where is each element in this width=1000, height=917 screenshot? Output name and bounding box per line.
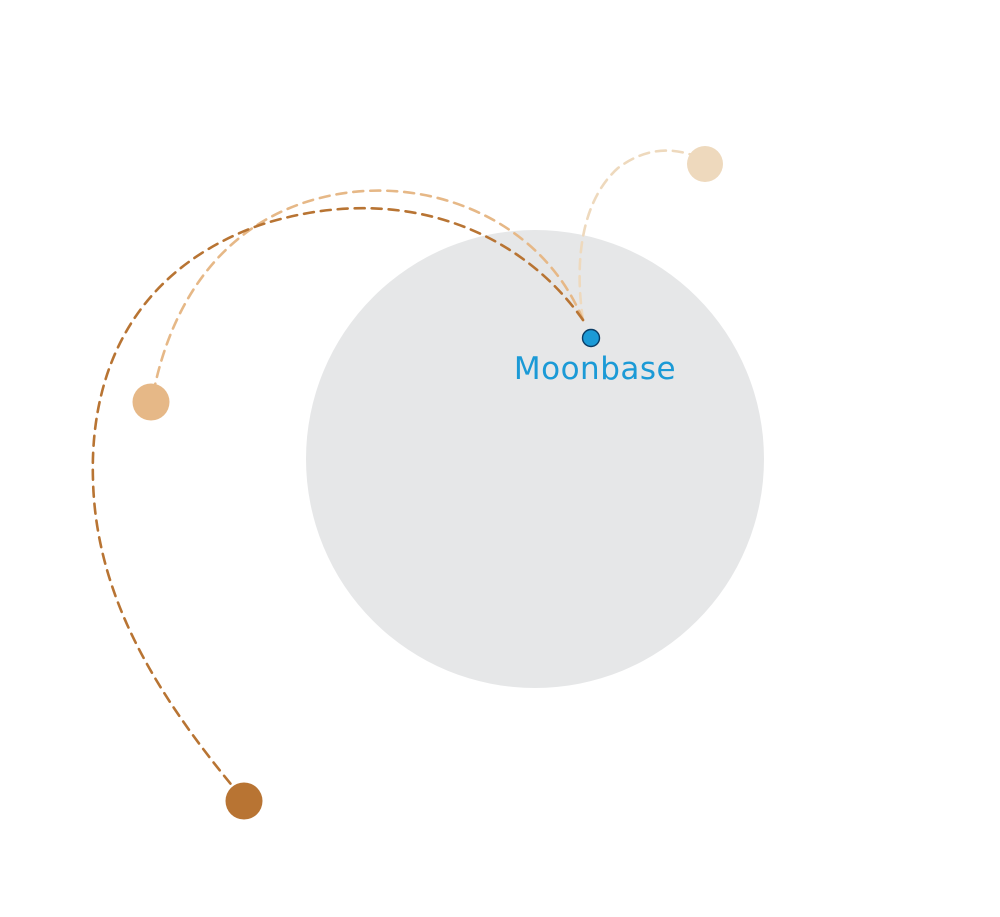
- trajectory-dark: [91, 206, 585, 802]
- moonbase-label: Moonbase: [514, 351, 676, 387]
- satellite-medium-dot: [132, 383, 170, 421]
- satellite-dark-dot: [225, 782, 263, 820]
- satellite-light-dot: [687, 146, 723, 182]
- moon-circle: [306, 230, 764, 688]
- trajectory-medium: [150, 189, 585, 402]
- moonbase-dot: [581, 328, 601, 348]
- trajectory-light: [578, 149, 702, 322]
